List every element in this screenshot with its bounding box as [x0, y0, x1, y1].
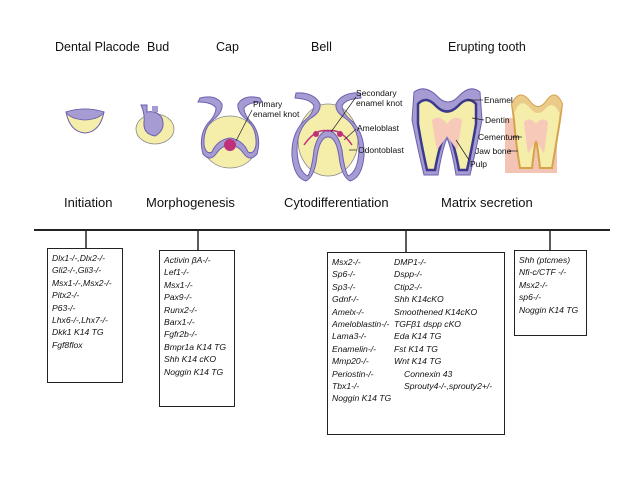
gene-item: Wnt K14 TG: [394, 356, 442, 367]
annotation-primary-enamel-knot-line2: enamel knot: [253, 109, 300, 119]
erupting-tooth-jaw-illustration: [505, 94, 564, 173]
gene-item: Msx1-/-: [164, 279, 193, 290]
gene-item: Noggin K14 TG: [164, 366, 224, 377]
gene-item: Bmpr1a K14 TG: [164, 341, 227, 352]
annotation-ameloblast: Ameloblast: [357, 123, 400, 133]
gene-item: sp6-/-: [519, 292, 541, 303]
gene-item: Pax9-/-: [164, 292, 192, 303]
gene-box-initiation: Dlx1-/-,Dlx2-/- Gli2-/-,Gli3-/- Msx1-/-,…: [47, 248, 123, 383]
gene-item: Fst K14 TG: [394, 343, 438, 354]
gene-item: Lhx6-/-,Lhx7-/-: [52, 315, 108, 326]
gene-item: Dlx1-/-,Dlx2-/-: [52, 253, 105, 263]
stage-label-erupting-tooth: Erupting tooth: [448, 40, 526, 54]
gene-item: DMP1-/-: [394, 257, 426, 267]
gene-item: Runx2-/-: [164, 304, 197, 315]
annotation-primary-enamel-knot-line1: Primary: [253, 99, 283, 109]
phase-label-initiation: Initiation: [64, 195, 113, 210]
phase-label-cytodifferentiation: Cytodifferentiation: [284, 195, 389, 210]
erupting-tooth-illustration: [411, 88, 485, 176]
gene-item: Lama3-/-: [332, 331, 367, 342]
annotation-cementum: Cementum: [478, 132, 520, 142]
gene-item: Gli2-/-,Gli3-/-: [52, 265, 102, 276]
stage-label-dental-placode: Dental Placode: [55, 40, 140, 54]
gene-item: Noggin K14 TG: [519, 304, 579, 315]
gene-item: Tbx1-/-: [332, 381, 360, 392]
gene-item: Mmp20-/-: [332, 356, 369, 367]
gene-item: Enamelin-/-: [332, 343, 376, 354]
phase-label-matrix-secretion: Matrix secretion: [441, 195, 533, 210]
annotation-jaw-bone: Jaw bone: [475, 146, 512, 156]
gene-item: Periostin-/-: [332, 368, 374, 379]
gene-item: Shh K14cKO: [394, 294, 444, 305]
annotation-enamel: Enamel: [484, 95, 513, 105]
gene-item: Gdnf-/-: [332, 294, 359, 305]
gene-item: Ameloblastin-/-: [332, 319, 390, 330]
bell-illustration: [291, 92, 365, 182]
gene-item: Shh K14 cKO: [164, 354, 217, 365]
gene-item: Pitx2-/-: [52, 290, 80, 301]
stage-label-cap: Cap: [216, 40, 239, 54]
gene-box-matrix-secretion: Shh (ptcmes) Nfi-c/CTF -/- Msx2-/- sp6-/…: [514, 250, 587, 336]
gene-item: Msx1-/-,Msx2-/-: [52, 277, 112, 288]
gene-item: Sp6-/-: [332, 269, 356, 280]
annotation-pulp: Pulp: [470, 159, 488, 169]
gene-item: Smoothened K14cKO: [394, 306, 478, 317]
gene-item: Sp3-/-: [332, 281, 356, 292]
gene-item: Dspp-/-: [394, 269, 423, 280]
gene-item: Shh (ptcmes): [519, 255, 571, 265]
gene-item: Connexin 43: [404, 368, 453, 379]
gene-item: Lef1-/-: [164, 267, 189, 278]
phase-label-morphogenesis: Morphogenesis: [146, 195, 235, 210]
gene-column-left: Msx2-/- Sp6-/- Sp3-/- Gdnf-/- Amelx-/- A…: [332, 256, 394, 405]
annotation-secondary-enamel-knot-line2: enamel knot: [356, 98, 403, 108]
annotation-secondary-enamel-knot-line1: Secondary: [356, 88, 397, 98]
dental-placode-illustration: [65, 108, 105, 134]
bud-illustration: [135, 104, 175, 145]
gene-box-morphogenesis: Activin βA-/- Lef1-/- Msx1-/- Pax9-/- Ru…: [159, 250, 235, 407]
gene-item: P63-/-: [52, 302, 76, 313]
gene-item: Sprouty4-/-,sprouty2+/-: [404, 381, 493, 392]
gene-item: Activin βA-/-: [164, 255, 211, 265]
gene-item: Fgf8flox: [52, 339, 83, 350]
stage-label-bell: Bell: [311, 40, 332, 54]
gene-item: TGFβ1 dspp cKO: [394, 319, 461, 330]
gene-item: Eda K14 TG: [394, 331, 442, 342]
gene-item: Msx2-/-: [332, 257, 361, 267]
annotation-dentin: Dentin: [485, 115, 510, 125]
annotation-odontoblast: Odontoblast: [358, 145, 404, 155]
gene-item: Msx2-/-: [519, 279, 548, 290]
gene-column-right: DMP1-/- Dspp-/- Ctip2-/- Shh K14cKO Smoo…: [394, 256, 502, 405]
gene-item: Noggin K14 TG: [332, 393, 392, 404]
gene-box-cytodifferentiation: Msx2-/- Sp6-/- Sp3-/- Gdnf-/- Amelx-/- A…: [327, 252, 505, 435]
gene-item: Dkk1 K14 TG: [52, 327, 104, 338]
stage-label-bud: Bud: [147, 40, 170, 54]
gene-item: Ctip2-/-: [394, 281, 423, 292]
gene-item: Fgfr2b-/-: [164, 329, 197, 340]
cap-illustration: [197, 96, 263, 169]
gene-item: Nfi-c/CTF -/-: [519, 267, 567, 278]
gene-item: Barx1-/-: [164, 317, 195, 328]
gene-item: Amelx-/-: [332, 306, 364, 317]
